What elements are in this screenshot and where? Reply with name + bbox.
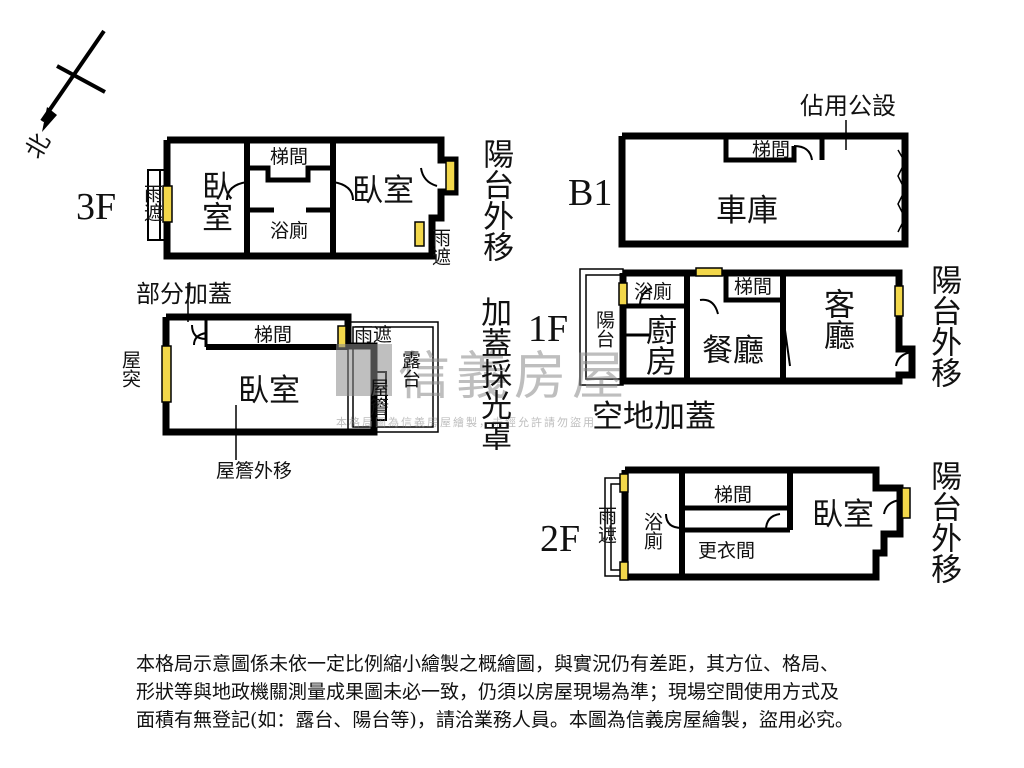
floor-2f-title: 2F xyxy=(540,518,581,560)
room-attic-bedroom: 臥室 xyxy=(238,373,300,409)
window-3f-left xyxy=(162,185,173,223)
room-3f-awning-right: 雨遮 xyxy=(429,228,451,266)
room-1f-kitchen: 廚房 xyxy=(640,314,676,376)
room-2f-balcony-out: 陽台外移 xyxy=(925,460,962,584)
room-attic-terrace: 露台 xyxy=(399,350,421,388)
disclaimer-line: 形狀等與地政機關測量成果圖未必一致，仍須以房屋現場為準；現場空間使用方式及 xyxy=(136,681,840,703)
room-2f-bedroom: 臥室 xyxy=(812,497,874,533)
room-1f-open-add: 空地加蓋 xyxy=(592,399,716,435)
room-attic-eaves-out: 屋簷外移 xyxy=(216,460,293,482)
window-2f-top xyxy=(619,473,629,493)
window-3f-awning xyxy=(414,221,425,247)
room-2f-bath: 浴廁 xyxy=(641,512,663,550)
window-2f-bottom xyxy=(619,561,629,581)
window-3f-right xyxy=(445,160,456,192)
room-b1-public-use: 佔用公設 xyxy=(800,92,896,120)
room-1f-stair: 梯間 xyxy=(734,276,773,298)
floor-b1-walls xyxy=(618,120,909,248)
room-2f-closet: 更衣間 xyxy=(698,540,756,562)
room-1f-balcony-out: 陽台外移 xyxy=(925,264,962,388)
floor-2f-walls xyxy=(604,466,904,581)
room-3f-awning-left: 雨遮 xyxy=(141,184,163,222)
room-b1-garage: 車庫 xyxy=(716,193,778,229)
room-attic-roof-protrude: 屋突 xyxy=(119,350,141,388)
room-3f-bedroom-right: 臥室 xyxy=(352,173,414,209)
room-attic-awning: 雨遮 xyxy=(354,324,393,346)
room-1f-living: 客廳 xyxy=(818,288,854,350)
window-1f-bath xyxy=(618,282,628,306)
room-attic-partial-add: 部分加蓋 xyxy=(136,280,232,308)
room-1f-dining: 餐廳 xyxy=(702,333,764,369)
room-1f-balcony-left: 陽台 xyxy=(593,310,615,348)
compass-icon xyxy=(40,29,106,132)
window-1f-top xyxy=(695,267,723,277)
room-2f-stair: 梯間 xyxy=(714,484,753,506)
watermark-logo xyxy=(336,344,392,396)
floor-3f-title: 3F xyxy=(76,186,117,228)
room-3f-bedroom-left: 臥室 xyxy=(196,170,232,232)
room-attic-stair: 梯間 xyxy=(254,324,293,346)
window-attic-left xyxy=(161,345,172,403)
floor-3f-walls xyxy=(147,136,459,260)
room-attic-skylight: 加蓋採光罩 xyxy=(475,296,512,451)
room-attic-eaves: 屋簷 xyxy=(367,378,389,416)
disclaimer-line: 本格局示意圖係未依一定比例縮小繪製之概繪圖，與實況仍有差距，其方位、格局、 xyxy=(136,653,840,675)
room-3f-bath: 浴廁 xyxy=(270,220,309,242)
room-b1-stair: 梯間 xyxy=(752,139,791,161)
watermark-note: 本格局圖為信義房屋繪製，未經允許請勿盜用 xyxy=(336,416,596,429)
floor-b1-title: B1 xyxy=(568,172,613,214)
window-1f-right xyxy=(894,285,904,317)
floor-1f-title: 1F xyxy=(528,308,569,350)
window-2f-right xyxy=(901,487,911,519)
room-3f-balcony-out: 陽台外移 xyxy=(477,138,514,262)
room-3f-stair: 梯間 xyxy=(270,146,309,168)
room-1f-bath: 浴廁 xyxy=(634,281,673,303)
watermark-brand: 信義房屋 xyxy=(398,347,631,407)
disclaimer: 本格局示意圖係未依一定比例縮小繪製之概繪圖，與實況仍有差距，其方位、格局、 形狀… xyxy=(136,650,1016,734)
disclaimer-line: 面積有無登記(如：露台、陽台等)，請洽業務人員。本圖為信義房屋繪製，盜用必究。 xyxy=(136,709,854,731)
room-2f-awning: 雨遮 xyxy=(595,506,617,544)
